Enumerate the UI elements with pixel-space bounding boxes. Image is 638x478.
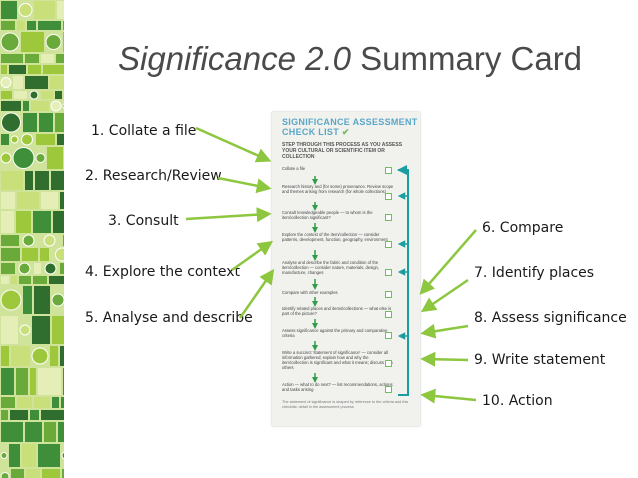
card-step-5: Analyse and describe the fabric and cond… [282, 260, 380, 275]
checkbox-icon [385, 386, 392, 393]
checkbox-icon [385, 193, 392, 200]
card-heading-line1: SIGNIFICANCE ASSESSMENT [282, 117, 418, 127]
checkbox-icon [385, 241, 392, 248]
checkbox-icon [385, 360, 392, 367]
step-label-research: 2. Research/Review [85, 168, 222, 184]
card-step-10: Action — what to do next? — list recomme… [282, 382, 393, 392]
step-label-consult: 3. Consult [108, 213, 179, 229]
slide-title: Significance 2.0 Summary Card [118, 40, 618, 78]
card-flow-loop [397, 165, 409, 396]
arrow-assess [420, 323, 469, 339]
step-label-assess: 8. Assess significance [474, 310, 627, 326]
arrow-identify [420, 278, 469, 313]
arrow-consult [185, 207, 272, 223]
checklist-card [272, 112, 420, 426]
arrow-analyse [238, 268, 275, 319]
card-footnote: The statement of significance is shaped … [282, 400, 409, 409]
card-heading: SIGNIFICANCE ASSESSMENT CHECK LIST ✔ [282, 117, 418, 137]
checkbox-icon [385, 332, 392, 339]
step-label-compare: 6. Compare [482, 220, 564, 236]
card-step-3: Consult knowledgeable people — to whom i… [282, 210, 373, 220]
card-step-9: Write a succinct 'statement of significa… [282, 350, 393, 370]
arrow-write [420, 351, 469, 367]
arrow-compare [419, 229, 477, 295]
slide-title-rest: Summary Card [350, 40, 583, 77]
card-step-7: Identify related places and items/collec… [282, 306, 392, 316]
card-step-8: Assess significance against the primary … [282, 328, 388, 338]
card-subheading: STEP THROUGH THIS PROCESS AS YOU ASSESS … [282, 142, 403, 160]
card-heading-line2: CHECK LIST ✔ [282, 127, 350, 137]
decorative-mosaic-sidebar [0, 0, 64, 478]
slide-title-italic: Significance 2.0 [118, 40, 351, 77]
step-label-explore: 4. Explore the context [85, 264, 240, 280]
checkbox-icon [385, 269, 392, 276]
arrow-collate [195, 126, 272, 163]
step-label-collate: 1. Collate a file [91, 123, 197, 139]
arrow-explore [231, 240, 274, 272]
card-step-2: Research history and (for some) provenan… [282, 184, 394, 194]
checkbox-icon [385, 167, 392, 174]
step-label-analyse: 5. Analyse and describe [85, 310, 253, 326]
arrow-research [217, 176, 272, 194]
arrow-action [420, 388, 477, 404]
card-step-6: Compare with other examples [282, 290, 338, 295]
checkbox-icon [385, 311, 392, 318]
checkbox-icon [385, 291, 392, 298]
card-step-1: Collate a file [282, 166, 306, 171]
card-step-4: Explore the context of the item/collecti… [282, 232, 388, 242]
step-label-action: 10. Action [482, 393, 553, 409]
step-label-write: 9. Write statement [474, 352, 606, 368]
step-label-identify: 7. Identify places [474, 265, 595, 281]
checkbox-icon [385, 214, 392, 221]
check-mark-icon: ✔ [341, 127, 350, 137]
